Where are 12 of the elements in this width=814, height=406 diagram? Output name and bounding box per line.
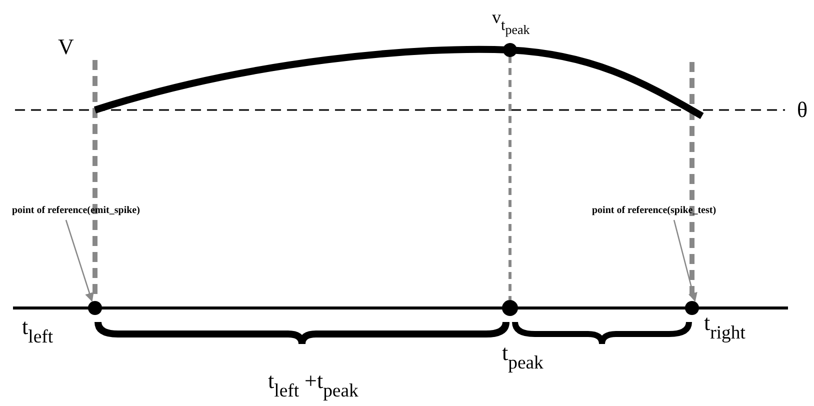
- leader-line: [673, 220, 698, 302]
- callout-text: point of reference(spike_test): [592, 204, 716, 218]
- time-label: t$_{left}$: [22, 316, 54, 348]
- axis-label: V: [58, 36, 74, 58]
- reference-dot: [685, 301, 699, 315]
- callout-text: point of reference(emit_spike): [12, 204, 140, 218]
- interval-label: t$_{left}$ +t$_{peak}$: [268, 370, 358, 402]
- reference-dot: [88, 301, 102, 315]
- time-label: t$_{right}$: [704, 312, 746, 344]
- leader-line: [65, 220, 94, 302]
- time-label: t$_{peak}$: [502, 342, 544, 374]
- threshold-label: θ: [797, 99, 808, 121]
